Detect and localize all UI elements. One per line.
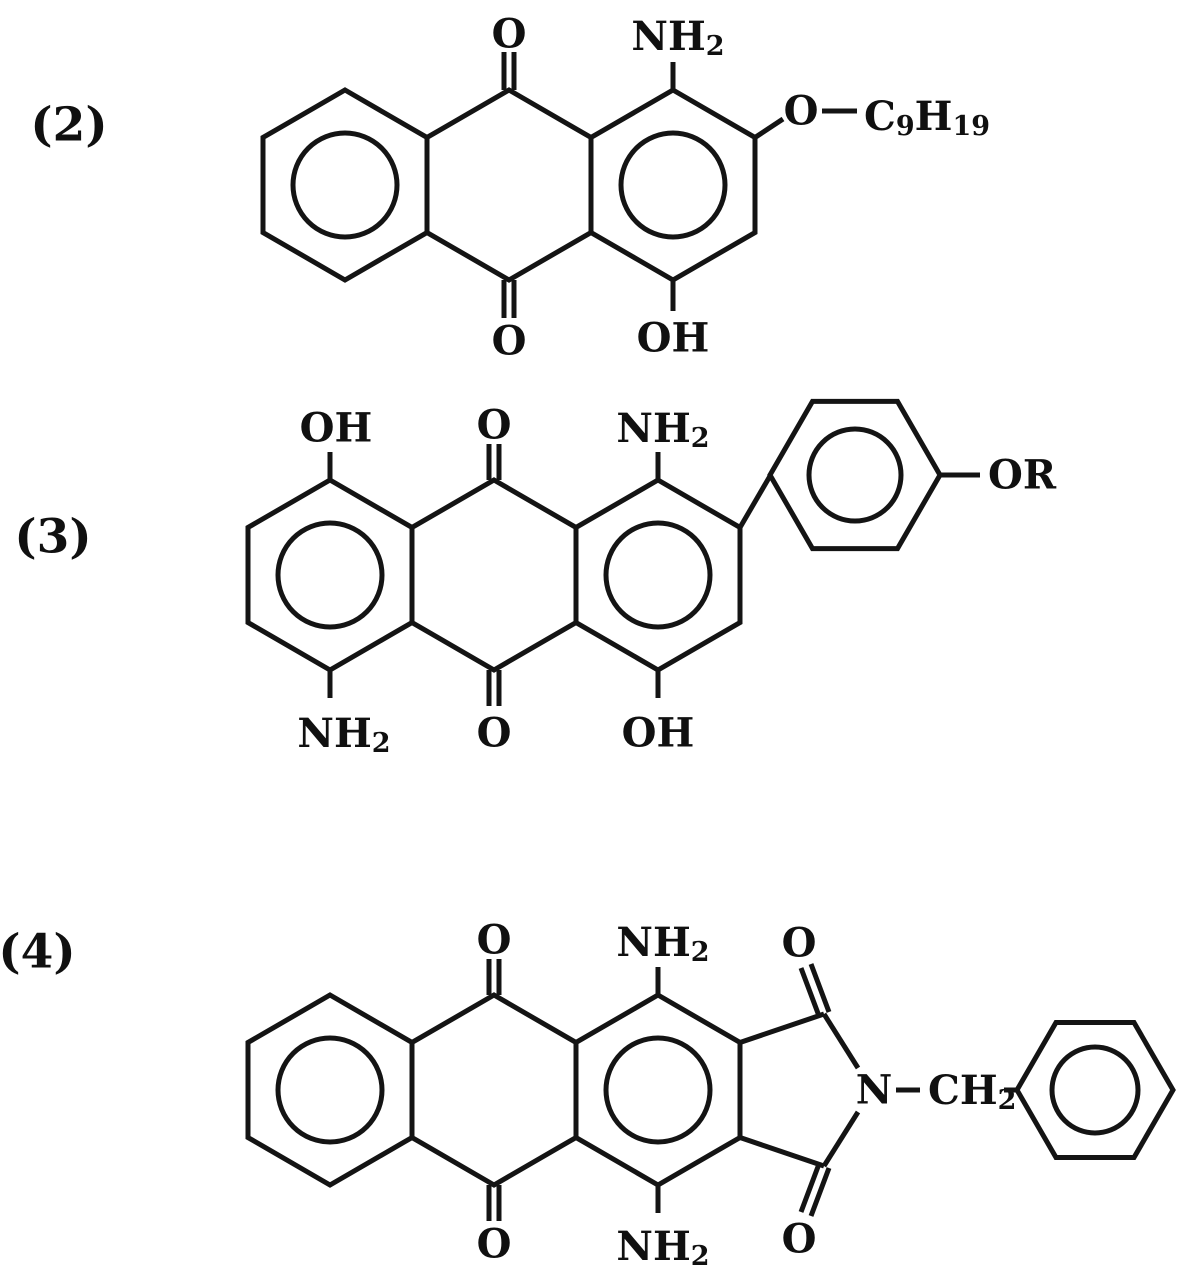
label-imide-oxygen: O — [782, 1216, 817, 1263]
structure-4: (4) O NH2 O O N CH2 O NH2 — [0, 917, 1176, 1272]
aromatic-circle — [290, 130, 400, 240]
substituted-aromatic-ring — [245, 477, 415, 673]
quinone-ring — [424, 87, 594, 283]
amino-subscript: 2 — [372, 728, 391, 759]
label-carbonyl-oxygen: O — [477, 1221, 512, 1268]
amino-text: NH — [631, 13, 705, 60]
ether-bond — [753, 116, 785, 140]
carbonyl-double-bond — [798, 1163, 822, 1213]
label-or-group: OR — [988, 452, 1057, 499]
label-nonyl-chain: C9H19 — [864, 93, 990, 142]
amino-subscript: 2 — [691, 1241, 710, 1272]
label-imide-oxygen: O — [782, 920, 817, 967]
structure-3: (3) OH O NH2 OR NH2 O OH — [14, 398, 1057, 759]
amino-text: NH — [297, 710, 371, 757]
amino-text: NH — [616, 405, 690, 452]
structure-index-label: (4) — [0, 925, 76, 980]
imide-ring-bond — [821, 1110, 861, 1168]
chain-carbon: C — [864, 93, 896, 140]
amino-subscript: 2 — [706, 31, 725, 62]
aromatic-circle — [275, 1035, 385, 1145]
aromatic-circle — [618, 130, 728, 240]
phenyl-ring — [767, 398, 943, 552]
aromatic-circle — [806, 426, 904, 524]
structure-index-label: (3) — [14, 510, 91, 565]
structure-index-label: (2) — [30, 98, 107, 153]
label-carbonyl-oxygen: O — [477, 710, 512, 757]
label-hydroxyl-group: OH — [300, 405, 373, 452]
amino-subscript: 2 — [691, 937, 710, 968]
imide-ring-bond — [739, 1135, 825, 1169]
aromatic-circle — [603, 1035, 713, 1145]
label-carbonyl-oxygen: O — [477, 402, 512, 449]
label-carbonyl-oxygen: O — [492, 11, 527, 58]
chain-hydrogen-subscript: 19 — [952, 111, 990, 142]
label-amino-group: NH2 — [616, 1223, 709, 1272]
label-amino-group: NH2 — [631, 13, 724, 62]
label-methylene-group: CH2 — [928, 1067, 1016, 1116]
carbonyl-double-bond — [808, 1167, 832, 1217]
carbonyl-double-bond — [798, 967, 822, 1017]
label-amino-group: NH2 — [616, 919, 709, 968]
label-ether-oxygen: O — [784, 88, 819, 135]
carbonyl-double-bond — [808, 963, 832, 1013]
substituted-aromatic-ring — [573, 992, 743, 1188]
label-imide-nitrogen: N — [856, 1067, 893, 1114]
substituted-aromatic-ring — [588, 87, 758, 283]
benzene-ring — [260, 87, 430, 283]
aryl-bond — [737, 474, 773, 529]
aromatic-circle — [275, 520, 385, 630]
label-hydroxyl-group: OH — [637, 315, 710, 362]
label-carbonyl-oxygen: O — [477, 917, 512, 964]
benzene-ring — [245, 992, 415, 1188]
phenyl-ring — [1014, 1020, 1176, 1160]
chain-carbon-subscript: 9 — [896, 111, 915, 142]
aromatic-circle — [603, 520, 713, 630]
structure-2: (2) O NH2 O C9H19 OH O — [30, 11, 990, 365]
quinone-ring — [409, 477, 579, 673]
label-amino-group: NH2 — [616, 405, 709, 454]
aromatic-circle — [1049, 1044, 1141, 1136]
chain-hydrogen: H — [915, 93, 953, 140]
amino-text: NH — [616, 1223, 690, 1270]
imide-ring-bond — [821, 1012, 861, 1070]
methylene-text: CH — [928, 1067, 998, 1114]
label-carbonyl-oxygen: O — [492, 318, 527, 365]
quinone-ring — [409, 992, 579, 1188]
label-amino-group: NH2 — [297, 710, 390, 759]
amino-subscript: 2 — [691, 423, 710, 454]
substituted-aromatic-ring — [573, 477, 743, 673]
label-hydroxyl-group: OH — [622, 710, 695, 757]
imide-ring-bond — [739, 1011, 825, 1045]
amino-text: NH — [616, 919, 690, 966]
